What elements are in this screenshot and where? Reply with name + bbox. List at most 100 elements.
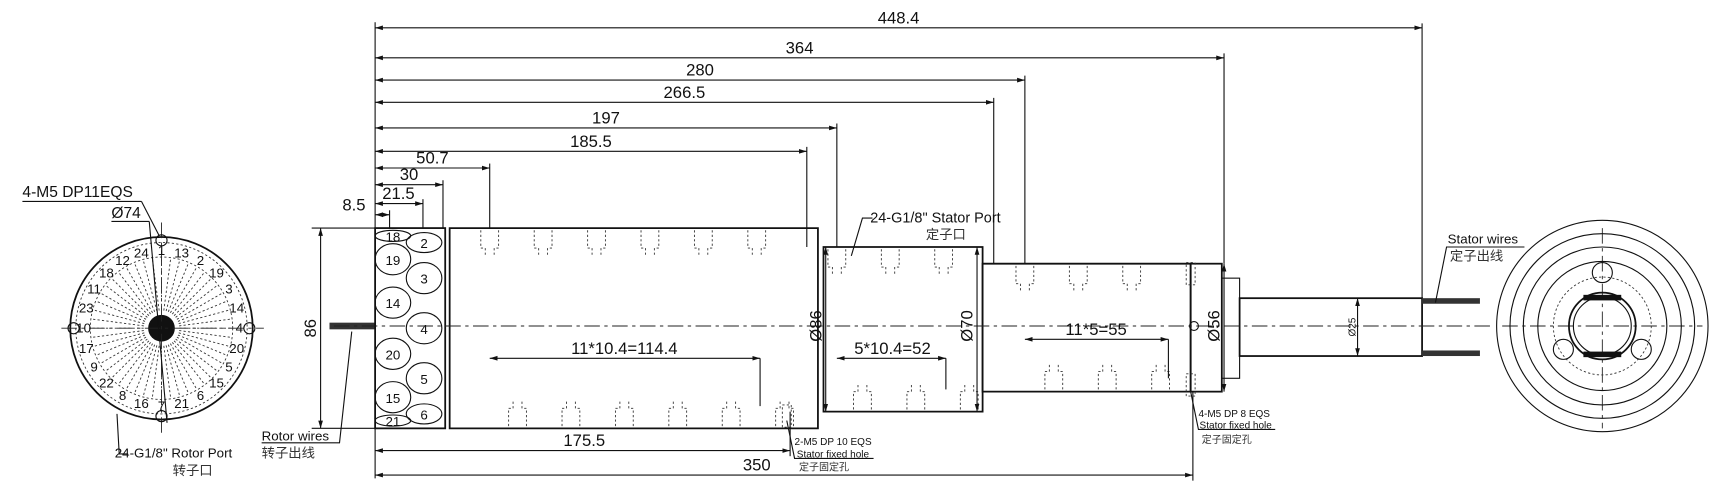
bolt-icon xyxy=(1552,338,1574,360)
stator-port-cn-label: 定子口 xyxy=(926,227,966,242)
hidden-port xyxy=(934,249,954,276)
dim-175-5-label: 175.5 xyxy=(563,431,605,450)
top-dim-label: 50.7 xyxy=(416,149,448,168)
right-end-view xyxy=(1496,219,1709,433)
port-number: 17 xyxy=(79,341,94,356)
top-dim-label: 280 xyxy=(686,61,714,80)
mount-hole xyxy=(67,322,80,335)
mount-hole xyxy=(155,409,168,423)
stator-wires-bottom xyxy=(1422,350,1480,357)
rotor-face-port xyxy=(405,231,443,254)
rotor-port-label: 24-G1/8" Rotor Port xyxy=(115,445,233,460)
hidden-port xyxy=(480,230,500,258)
face-port-number: 3 xyxy=(420,272,427,287)
port-number: 21 xyxy=(174,396,189,411)
face-port-number: 20 xyxy=(385,347,400,362)
diameter-74-label: Ø74 xyxy=(111,205,141,222)
hidden-port xyxy=(1015,265,1035,293)
hidden-port xyxy=(640,230,660,258)
port-number: 9 xyxy=(90,360,97,375)
dim-350-label: 350 xyxy=(743,456,771,475)
top-dim-label: 8.5 xyxy=(342,195,365,214)
port-number: 3 xyxy=(225,282,232,297)
port-number: 12 xyxy=(115,253,130,268)
fixed-hole-1-spec: 2-M5 DP 10 EQS xyxy=(795,437,872,448)
rotor-port-cn-label: 转子口 xyxy=(173,463,213,478)
rotor-face-port xyxy=(405,312,443,345)
rotor-wires-cn-label: 转子出线 xyxy=(262,445,315,460)
face-port-number: 5 xyxy=(420,372,427,387)
rotor-wires xyxy=(329,322,376,330)
port-number: 24 xyxy=(134,245,149,260)
stator-wires-cn-label: 定子出线 xyxy=(1450,248,1503,263)
face-port-number: 19 xyxy=(385,253,400,268)
hidden-port xyxy=(747,230,767,258)
hidden-port xyxy=(1122,265,1142,293)
hidden-port xyxy=(1068,265,1088,293)
stator-port-label: 24-G1/8" Stator Port xyxy=(870,211,1000,227)
port-number: 1 xyxy=(158,243,165,258)
fixed-hole-1-label: Stator fixed hole xyxy=(797,449,870,460)
top-dim-label: 185.5 xyxy=(570,132,612,151)
stator-wires-label: Stator wires xyxy=(1448,232,1519,247)
rotor-face-port xyxy=(405,362,443,395)
dia-70-label: Ø70 xyxy=(958,310,977,342)
top-dim-label: 197 xyxy=(592,109,620,128)
port-number: 15 xyxy=(209,376,224,391)
port-number: 19 xyxy=(209,266,224,281)
hidden-port xyxy=(959,382,979,410)
face-port-number: 14 xyxy=(385,296,400,311)
port-number: 20 xyxy=(229,341,244,356)
port-number: 23 xyxy=(79,301,94,316)
stator-shaft xyxy=(1238,297,1423,357)
height-86-label: 86 xyxy=(301,319,320,338)
stator-wires-top xyxy=(1422,298,1480,304)
port-number: 13 xyxy=(174,245,189,260)
bolt-icon xyxy=(1591,262,1613,284)
port-number: 2 xyxy=(197,253,204,268)
mount-hole xyxy=(243,322,256,335)
face-port-number: 4 xyxy=(420,322,428,337)
hidden-port xyxy=(1097,362,1117,390)
pitch-55-label: 11*5=55 xyxy=(1065,320,1126,339)
hidden-port xyxy=(853,382,872,410)
rotor-face-port xyxy=(405,262,443,295)
port-number: 18 xyxy=(99,266,114,281)
top-dim-label: 21.5 xyxy=(382,184,414,203)
pitch-52-label: 5*10.4=52 xyxy=(854,339,931,358)
hidden-port xyxy=(906,382,926,410)
hidden-port xyxy=(587,230,606,258)
port-number: 10 xyxy=(76,321,91,336)
port-number: 6 xyxy=(197,388,204,403)
mount-hole xyxy=(155,234,168,247)
dia-25-label: Ø25 xyxy=(1347,317,1358,336)
top-dim-label: 364 xyxy=(786,38,814,57)
hidden-port xyxy=(1151,362,1170,390)
port-number: 16 xyxy=(134,396,149,411)
fixed-hole-1-cn: 定子固定孔 xyxy=(799,461,849,474)
rotor-face-port xyxy=(405,403,443,425)
hidden-port xyxy=(721,399,741,427)
fixed-hole-2-label: Stator fixed hole xyxy=(1200,420,1273,431)
hidden-port xyxy=(693,230,713,258)
hidden-port xyxy=(561,399,581,427)
port-number: 8 xyxy=(119,388,126,403)
port-number: 14 xyxy=(229,301,244,316)
face-port-number: 2 xyxy=(420,236,427,251)
bolt-icon xyxy=(1630,338,1652,360)
face-port-number: 18 xyxy=(385,229,400,244)
face-port-number: 21 xyxy=(385,414,400,429)
rotor-body xyxy=(448,227,819,430)
top-dim-label: 448.4 xyxy=(878,8,920,27)
face-port-number: 15 xyxy=(385,391,400,406)
hidden-port xyxy=(533,230,553,258)
fixed-hole-2-spec: 4-M5 DP 8 EQS xyxy=(1198,409,1270,420)
face-port-number: 6 xyxy=(420,407,427,422)
port-number: 4 xyxy=(236,321,244,336)
dia-56-label: Ø56 xyxy=(1205,310,1224,342)
dia-86-label: Ø86 xyxy=(806,310,825,342)
hidden-port xyxy=(614,399,634,427)
